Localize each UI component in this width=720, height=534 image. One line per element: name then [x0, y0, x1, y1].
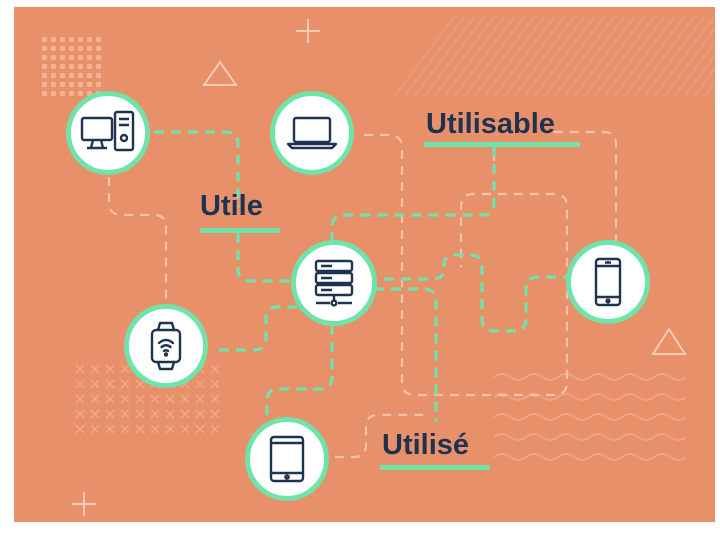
tablet-icon — [269, 435, 305, 483]
smartwatch-icon — [150, 321, 182, 371]
laptop-node[interactable] — [270, 91, 354, 175]
underline-utilise — [380, 465, 490, 470]
label-utilise: Utilisé — [382, 429, 470, 461]
smartphone-icon — [594, 257, 622, 307]
triangle-decorations — [202, 60, 687, 355]
illustration: Utile Utilisable Utilisé — [14, 7, 715, 522]
server-node[interactable] — [291, 240, 377, 326]
dot-grid — [42, 37, 101, 96]
network-connections — [154, 130, 569, 422]
label-utile: Utile — [200, 190, 263, 222]
plus-decorations — [72, 19, 320, 516]
tablet-node[interactable] — [245, 417, 329, 501]
desktop-computer-icon — [80, 110, 135, 152]
underline-utile — [200, 228, 280, 233]
wave-pattern — [493, 373, 687, 461]
label-utilisable: Utilisable — [426, 108, 555, 140]
server-icon — [314, 259, 354, 307]
smartphone-node[interactable] — [566, 240, 650, 324]
underline-utilisable — [424, 142, 580, 147]
desktop-computer-node[interactable] — [66, 91, 150, 175]
network-background — [42, 16, 715, 516]
smartwatch-node[interactable] — [124, 304, 208, 388]
hatch-pattern — [393, 16, 715, 98]
laptop-icon — [286, 116, 338, 150]
